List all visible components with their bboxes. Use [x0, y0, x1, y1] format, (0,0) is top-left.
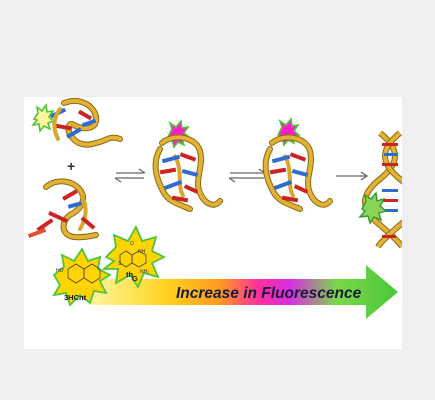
- svg-text:O: O: [130, 241, 134, 247]
- dna-complex-2: [266, 119, 330, 209]
- equilibrium-arrow-1: [115, 169, 145, 182]
- probe-label-thg: G: [132, 274, 138, 283]
- svg-text:NH₂: NH₂: [140, 269, 149, 275]
- probe-thg: O NH S NH₂ th G: [104, 227, 164, 287]
- diagram-canvas: +: [24, 97, 402, 349]
- graphical-abstract-panel: +: [24, 97, 402, 349]
- reaction-arrow: [336, 172, 367, 180]
- probe-label-3hcnt: 3HCnt: [64, 293, 87, 302]
- single-strand-top: [33, 101, 120, 145]
- fluorescence-burst-green-1: [33, 105, 54, 131]
- dna-complex-1: [156, 121, 220, 209]
- svg-text:HO: HO: [56, 268, 64, 274]
- equilibrium-arrow-2: [229, 169, 265, 182]
- single-strand-bottom: [28, 181, 96, 238]
- dna-duplex: [360, 133, 402, 247]
- plus-sign: +: [67, 158, 75, 174]
- arrow-label: Increase in Fluorescence: [176, 285, 362, 302]
- fluorescence-burst-magenta-1: [168, 121, 189, 147]
